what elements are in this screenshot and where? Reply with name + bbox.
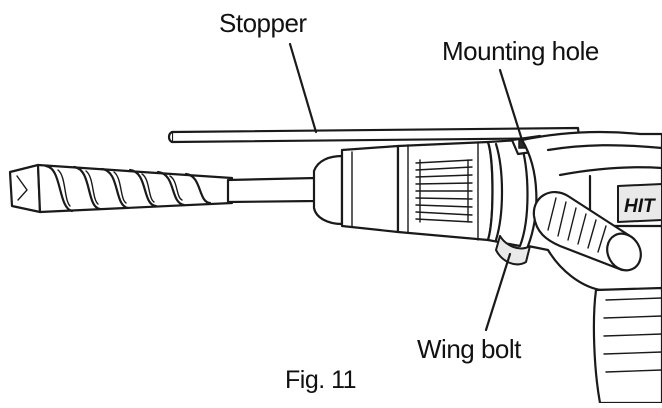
side-handle-grip	[532, 190, 642, 272]
wing-bolt	[495, 235, 531, 266]
leader-lines	[288, 42, 524, 332]
stopper-rod	[167, 126, 581, 144]
mounting-hole-leader	[498, 68, 524, 142]
mounting-hole-label: Mounting hole	[442, 36, 599, 66]
stopper-leader	[288, 42, 318, 134]
bit-shank	[226, 176, 318, 204]
wing-bolt-leader	[484, 252, 512, 332]
wing-bolt-label: Wing bolt	[417, 334, 521, 364]
figure-caption: Fig. 11	[285, 366, 357, 394]
drill-bit	[8, 163, 318, 214]
chuck-body	[340, 144, 400, 234]
rear-grip	[592, 286, 662, 405]
brand-logo: HIT	[624, 196, 656, 217]
stopper-label: Stopper	[219, 8, 307, 38]
chuck	[312, 140, 494, 242]
chuck-nose	[312, 154, 344, 226]
bit-tip	[8, 163, 42, 214]
